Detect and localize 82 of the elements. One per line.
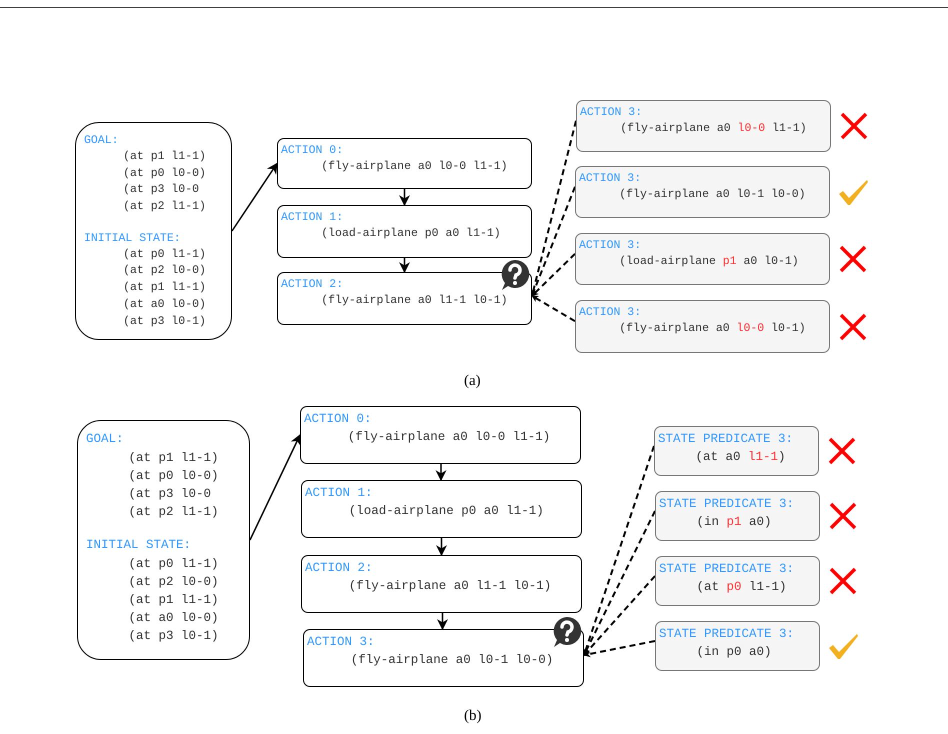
action-box bbox=[301, 555, 582, 613]
action-box bbox=[277, 138, 532, 189]
predicate-text: (at p1 l1-1) bbox=[128, 592, 219, 609]
predicate-text: (fly-airplane a0 l0-0 l1-1) bbox=[320, 159, 508, 176]
predicate-text: (at p3 l0-0 bbox=[122, 182, 200, 198]
arrow bbox=[436, 538, 447, 556]
section-heading: STATE PREDICATE 3: bbox=[659, 626, 794, 643]
predicate-text: (at p3 l0-1) bbox=[128, 628, 219, 646]
arrow bbox=[399, 258, 410, 274]
section-heading: ACTION 0: bbox=[304, 411, 372, 428]
predicate-text: (at p0 l0-0) bbox=[128, 468, 219, 485]
section-heading: ACTION 3: bbox=[580, 105, 642, 121]
section-heading: STATE PREDICATE 3: bbox=[659, 496, 794, 513]
predicate-text: (at p0 l1-1) bbox=[122, 246, 206, 263]
action-box bbox=[301, 480, 582, 538]
action-box bbox=[277, 205, 532, 258]
predicate-box bbox=[654, 426, 819, 476]
predicate-text: (at p0 l1-1) bbox=[128, 556, 219, 573]
section-heading: ACTION 3: bbox=[579, 238, 642, 254]
state-card bbox=[75, 122, 232, 340]
section-heading: STATE PREDICATE 3: bbox=[658, 431, 794, 448]
predicate-text: (in p1 a0) bbox=[696, 514, 772, 530]
predicate-text: (at p1 l1-1) bbox=[122, 280, 206, 296]
section-heading: INITIAL STATE: bbox=[86, 537, 192, 554]
arrow bbox=[249, 434, 301, 540]
predicate-text: (at p2 l1-1) bbox=[122, 199, 206, 216]
predicate-text: (fly-airplane a0 l0-0 l0-1) bbox=[618, 321, 806, 338]
predicate-text: (at p0 l1-1) bbox=[696, 578, 787, 596]
section-heading: INITIAL STATE: bbox=[84, 230, 181, 247]
predicate-text: (at p2 l1-1) bbox=[128, 504, 219, 521]
predicate-text: (fly-airplane a0 l0-1 l0-0) bbox=[350, 652, 554, 668]
section-heading: ACTION 3: bbox=[307, 634, 375, 651]
subfigure-label: (b) bbox=[464, 708, 482, 725]
dashed-arrow bbox=[583, 640, 656, 658]
predicate-text: (at p1 l1-1) bbox=[122, 149, 206, 166]
predicate-text: (load-airplane p1 a0 l0-1) bbox=[618, 254, 799, 270]
subfigure-label: (a) bbox=[464, 373, 481, 390]
arrow bbox=[436, 464, 446, 482]
predicate-box bbox=[655, 621, 820, 671]
predicate-text: (fly-airplane a0 l1-1 l0-1) bbox=[348, 578, 552, 594]
section-heading: ACTION 0: bbox=[281, 143, 344, 159]
predicate-text: (at p0 l0-0) bbox=[122, 166, 206, 182]
predicate-box bbox=[655, 491, 820, 541]
candidate-action-box bbox=[575, 166, 830, 218]
predicate-text: (fly-airplane a0 l0-1 l0-0) bbox=[618, 187, 806, 204]
dashed-arrow bbox=[531, 253, 576, 297]
dashed-arrow bbox=[583, 575, 656, 656]
predicate-text: (at a0 l1-1) bbox=[694, 448, 786, 466]
predicate-text: (fly-airplane a0 l1-1 l0-1) bbox=[320, 293, 508, 310]
predicate-text: (load-airplane p0 a0 l1-1) bbox=[320, 226, 501, 242]
predicate-text: (at a0 l0-0) bbox=[128, 610, 219, 628]
arrow bbox=[437, 613, 448, 630]
candidate-action-box bbox=[575, 300, 830, 353]
predicate-text: (at a0 l0-0) bbox=[122, 296, 206, 313]
predicate-text: (in p0 a0) bbox=[696, 644, 772, 660]
section-heading: GOAL: bbox=[86, 431, 124, 448]
section-heading: ACTION 3: bbox=[579, 171, 642, 187]
section-heading: ACTION 2: bbox=[281, 277, 344, 293]
action-box bbox=[277, 272, 532, 325]
predicate-text: (at p2 l0-0) bbox=[122, 263, 206, 280]
predicate-text: (load-airplane p0 a0 l1-1) bbox=[348, 502, 544, 520]
predicate-text: (at p3 l0-1) bbox=[122, 314, 206, 330]
action-box bbox=[300, 406, 581, 464]
section-heading: GOAL: bbox=[84, 133, 119, 149]
predicate-text: (fly-airplane a0 l0-0 l1-1) bbox=[619, 121, 807, 138]
arrow bbox=[231, 162, 278, 232]
arrow bbox=[399, 189, 410, 206]
predicate-text: (fly-airplane a0 l0-0 l1-1) bbox=[346, 428, 550, 446]
predicate-text: (at p2 l0-0) bbox=[128, 574, 219, 591]
predicate-box bbox=[655, 556, 820, 606]
section-heading: STATE PREDICATE 3: bbox=[659, 561, 794, 578]
state-card bbox=[77, 420, 250, 660]
dashed-arrow bbox=[531, 294, 576, 322]
section-heading: ACTION 1: bbox=[281, 210, 344, 226]
predicate-text: (at p3 l0-0 bbox=[128, 486, 212, 503]
section-heading: ACTION 2: bbox=[305, 560, 373, 577]
section-heading: ACTION 3: bbox=[579, 305, 642, 321]
section-heading: ACTION 1: bbox=[305, 485, 373, 502]
candidate-action-box bbox=[576, 100, 831, 152]
predicate-text: (at p1 l1-1) bbox=[128, 450, 219, 466]
candidate-action-box bbox=[575, 233, 830, 285]
action-box bbox=[303, 629, 584, 687]
